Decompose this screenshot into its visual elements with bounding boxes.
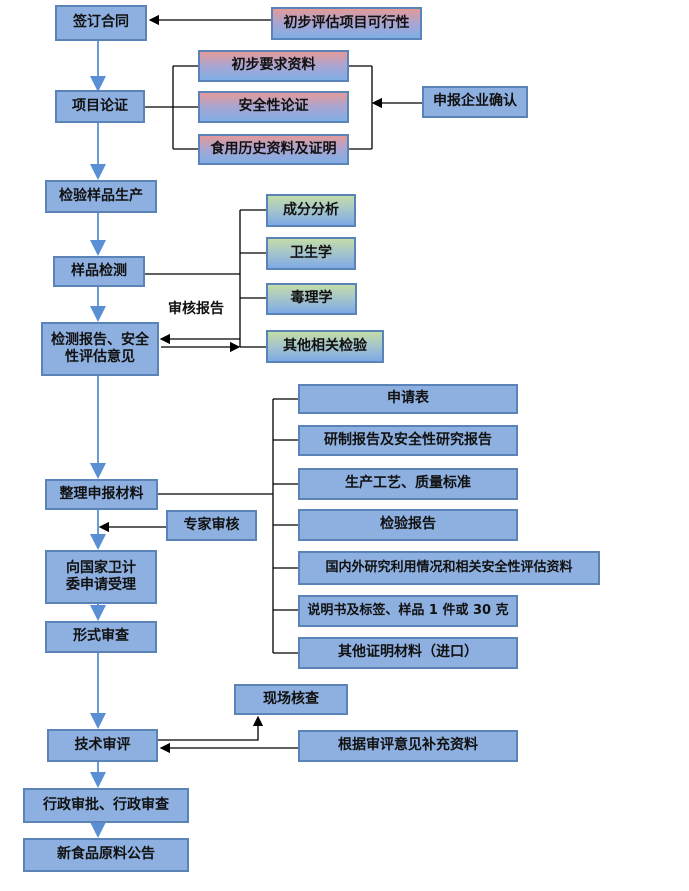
test-report-label: 检测报告、安全性评估意见 [51,331,149,366]
formal-review-label: 形式审查 [73,628,129,645]
announcement-label: 新食品原料公告 [57,846,155,863]
toxicology-box: 毒理学 [266,283,357,315]
expert-review-box: 专家审核 [166,510,257,541]
material-label: 研制报告及安全性研究报告 [324,431,492,448]
formal-review-box: 形式审查 [45,621,157,653]
admin-approval-box: 行政审批、行政审查 [23,788,189,823]
material-item: 其他证明材料（进口） [298,637,518,669]
hygiene-box: 卫生学 [266,237,356,270]
food-history-label: 食用历史资料及证明 [210,140,337,157]
feasibility-box: 初步评估项目可行性 [271,7,422,40]
supplement-label: 根据审评意见补充资料 [338,737,478,754]
organize-materials-label: 整理申报材料 [59,485,144,502]
hygiene-label: 卫生学 [290,244,332,261]
other-tests-label: 其他相关检验 [283,337,367,354]
material-item: 说明书及标签、样品 1 件或 30 克 [298,595,518,627]
technical-review-box: 技术审评 [47,729,158,762]
organize-materials-box: 整理申报材料 [45,479,158,510]
material-item: 申请表 [298,384,518,414]
announcement-box: 新食品原料公告 [23,838,189,872]
enterprise-confirm-label: 申报企业确认 [433,93,517,110]
sample-testing-label: 样品检测 [71,262,127,279]
technical-review-label: 技术审评 [74,736,131,753]
sign-contract-box: 签订合同 [55,5,147,41]
material-label: 检验报告 [380,516,436,533]
material-item: 国内外研究利用情况和相关安全性评估资料 [298,551,600,585]
preliminary-data-box: 初步要求资料 [198,50,349,82]
sample-production-label: 检验样品生产 [59,187,143,204]
expert-review-label: 专家审核 [183,516,240,533]
project-demo-box: 项目论证 [55,90,145,123]
project-demo-label: 项目论证 [72,97,128,114]
submit-acceptance-label: 向国家卫计委申请受理 [66,559,136,594]
safety-demo-label: 安全性论证 [238,98,309,115]
sample-production-box: 检验样品生产 [45,180,157,213]
material-label: 申请表 [387,390,429,407]
material-item: 生产工艺、质量标准 [298,468,518,500]
sample-testing-box: 样品检测 [53,256,145,287]
enterprise-confirm-box: 申报企业确认 [422,86,528,118]
review-report-label: 审核报告 [168,301,224,317]
toxicology-label: 毒理学 [290,290,333,307]
feasibility-label: 初步评估项目可行性 [283,14,410,31]
admin-approval-label: 行政审批、行政审查 [43,796,169,813]
food-history-box: 食用历史资料及证明 [198,134,349,165]
safety-demo-box: 安全性论证 [198,91,349,123]
material-label: 其他证明材料（进口） [338,644,478,661]
submit-acceptance-box: 向国家卫计委申请受理 [45,550,157,604]
supplement-box: 根据审评意见补充资料 [298,730,518,762]
material-label: 国内外研究利用情况和相关安全性评估资料 [325,559,573,575]
material-label: 说明书及标签、样品 1 件或 30 克 [307,602,509,618]
material-label: 生产工艺、质量标准 [345,475,471,492]
onsite-check-label: 现场核查 [263,690,319,707]
material-item: 研制报告及安全性研究报告 [298,425,518,456]
preliminary-data-label: 初步要求资料 [231,57,316,74]
material-item: 检验报告 [298,509,518,541]
test-report-box: 检测报告、安全性评估意见 [41,322,159,376]
sign-contract-label: 签订合同 [73,14,129,31]
other-tests-box: 其他相关检验 [266,330,384,363]
onsite-check-box: 现场核查 [234,684,348,715]
composition-label: 成分分析 [283,201,339,218]
composition-box: 成分分析 [266,194,356,227]
